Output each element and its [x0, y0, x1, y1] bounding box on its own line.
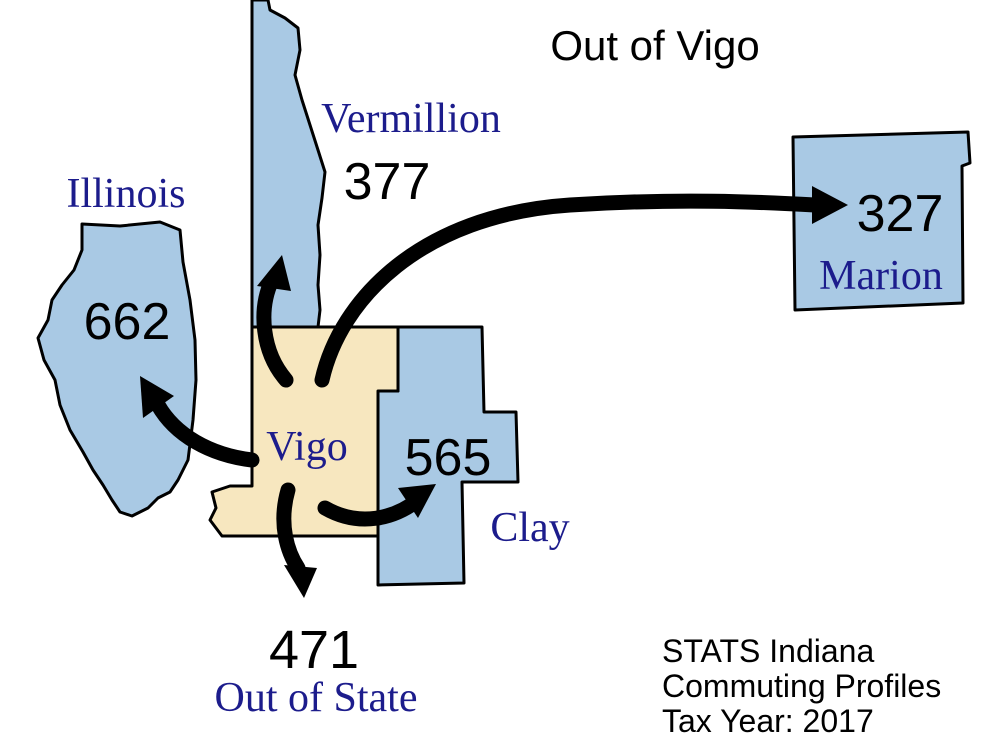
out-of-state-name: Out of State [215, 675, 418, 721]
arrow-head-clay [398, 484, 436, 518]
footer-line-2: Commuting Profiles [662, 668, 941, 704]
flow-arrows [140, 186, 848, 598]
arrow-head-vermillion [257, 255, 291, 291]
footer-line-1: STATS Indiana [662, 633, 874, 669]
marion-value: 327 [857, 185, 944, 243]
illinois-region [36, 220, 198, 518]
illinois-name: Illinois [66, 171, 185, 217]
vermillion-value: 377 [344, 153, 431, 211]
clay-value: 565 [405, 429, 492, 487]
illinois-value: 662 [84, 293, 171, 351]
marion-region [791, 130, 972, 312]
arrow-to-vermillion [256, 272, 294, 388]
vigo-region [208, 325, 400, 538]
out-of-state-value: 471 [269, 620, 359, 680]
arrow-to-out-of-state [276, 482, 306, 576]
footer-line-3: Tax Year: 2017 [662, 703, 874, 739]
vermillion-name: Vermillion [321, 96, 501, 142]
arrow-to-illinois [150, 397, 260, 468]
marion-name: Marion [819, 253, 943, 299]
arrow-head-out-of-state [284, 565, 317, 598]
arrow-to-marion [314, 193, 823, 388]
vigo-name: Vigo [266, 424, 347, 470]
clay-name: Clay [490, 505, 569, 551]
arrow-head-marion [812, 186, 848, 224]
map-title: Out of Vigo [550, 22, 759, 69]
vermillion-region [250, 0, 327, 329]
arrow-head-illinois [140, 376, 174, 418]
